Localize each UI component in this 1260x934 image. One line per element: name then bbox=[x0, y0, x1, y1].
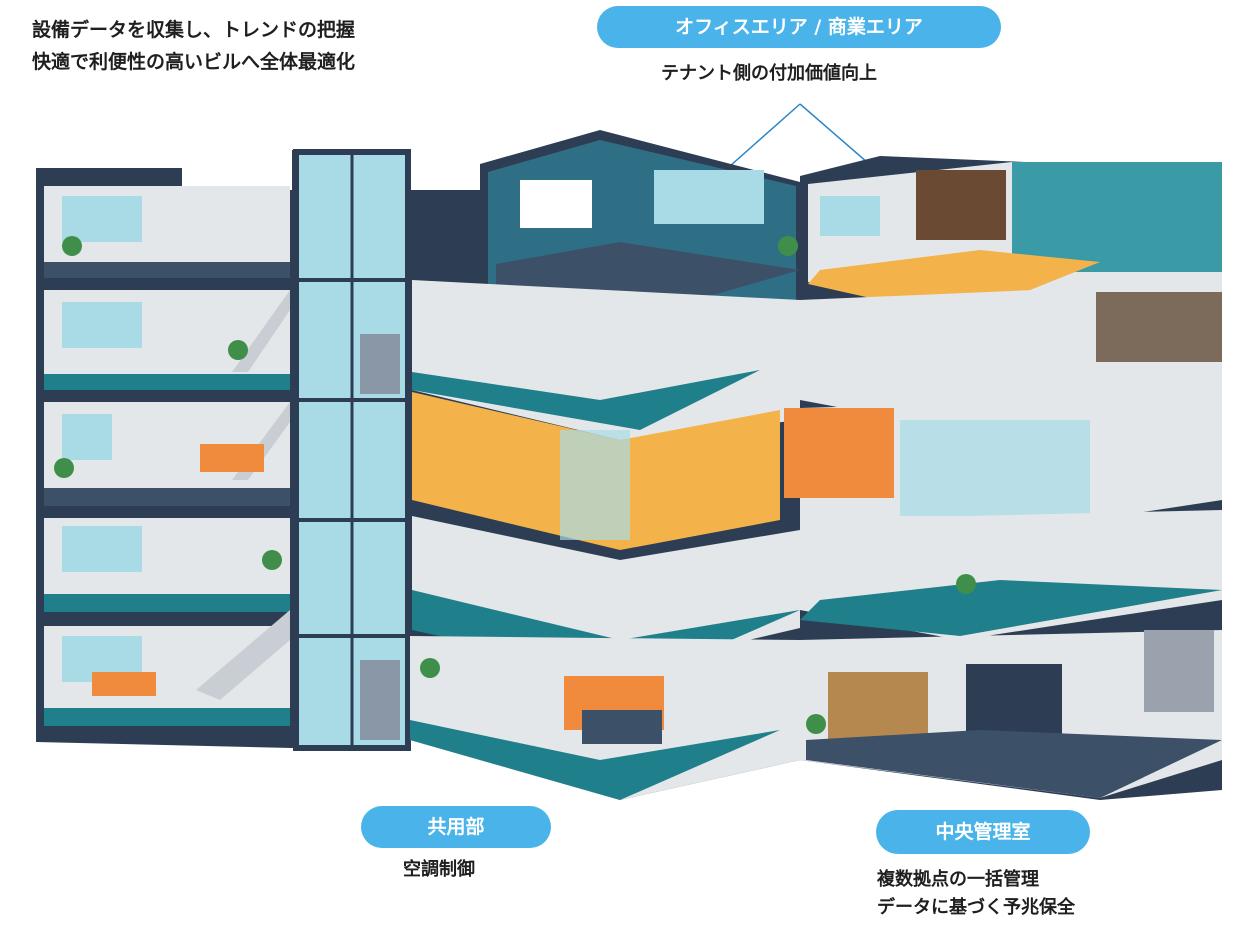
central-room-line-2: データに基づく予兆保全 bbox=[877, 897, 1075, 918]
left-wing bbox=[44, 186, 290, 726]
ground-floor bbox=[410, 630, 1222, 800]
center-offices bbox=[412, 280, 800, 680]
right-offices bbox=[784, 282, 1222, 640]
plants bbox=[54, 236, 976, 734]
intro-line-2: 快適で利便性の高いビルへ全体最適化 bbox=[32, 51, 356, 73]
intro-text: 設備データを収集し、トレンドの把握 快適で利便性の高いビルへ全体最適化 bbox=[32, 14, 355, 78]
office-area-badge: オフィスエリア / 商業エリア bbox=[597, 6, 1001, 48]
central-room-badge: 中央管理室 bbox=[876, 810, 1090, 854]
elevator-tower bbox=[293, 149, 411, 751]
office-area-caption: テナント側の付加価値向上 bbox=[661, 63, 877, 84]
central-room-caption: 複数拠点の一括管理 データに基づく予兆保全 bbox=[877, 866, 1075, 922]
central-room-line-1: 複数拠点の一括管理 bbox=[877, 869, 1039, 890]
common-area-badge: 共用部 bbox=[361, 806, 551, 848]
intro-line-1: 設備データを収集し、トレンドの把握 bbox=[32, 19, 356, 41]
common-area-caption: 空調制御 bbox=[403, 859, 475, 880]
cafe-gym bbox=[808, 162, 1222, 320]
